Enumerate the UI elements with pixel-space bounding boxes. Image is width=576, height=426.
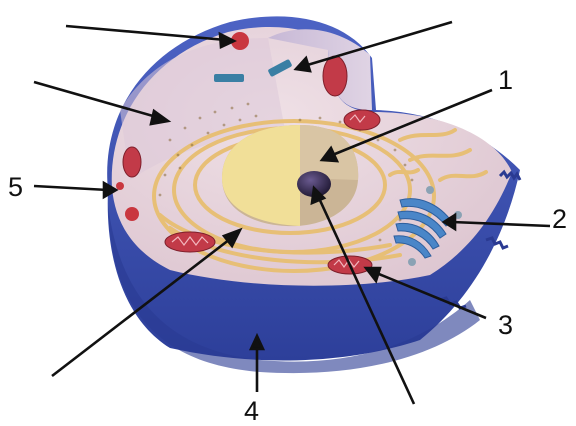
- vesicle: [426, 186, 434, 194]
- label-4: 4: [244, 398, 259, 425]
- vesicle: [408, 258, 416, 266]
- vesicle: [125, 207, 139, 221]
- label-5: 5: [8, 174, 23, 201]
- label-3: 3: [498, 312, 513, 339]
- vesicle: [116, 182, 124, 190]
- nucleus: [222, 125, 358, 226]
- label-1: 1: [498, 67, 513, 94]
- label-2: 2: [552, 206, 567, 233]
